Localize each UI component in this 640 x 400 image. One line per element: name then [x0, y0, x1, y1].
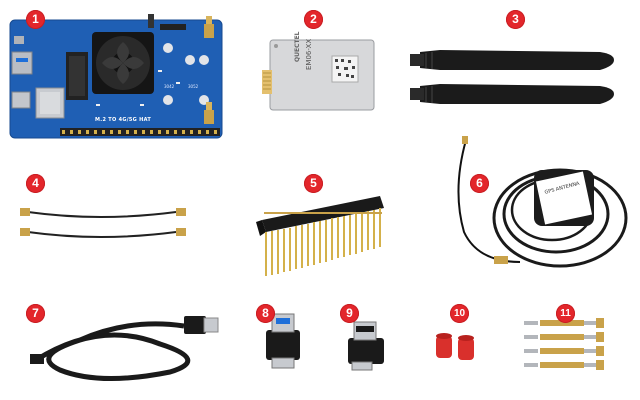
lte-antennas-art [410, 50, 614, 104]
badge-1: 1 [26, 10, 45, 29]
badge-8: 8 [256, 304, 275, 323]
hat-mark-3052: 3052 [188, 84, 199, 89]
badge-2: 2 [304, 10, 323, 29]
badge-6: 6 [470, 174, 489, 193]
badge-5: 5 [304, 174, 323, 193]
hat-board [9, 14, 223, 139]
usb-cable-art [30, 316, 219, 382]
red-caps-art [436, 333, 474, 360]
standoffs-art [524, 318, 604, 370]
badge-9: 9 [340, 304, 359, 323]
ufl-cables-art [20, 208, 186, 238]
badge-7: 7 [26, 304, 45, 323]
badge-10: 10 [450, 304, 469, 323]
badge-4: 4 [26, 174, 45, 193]
hat-mark-3042: 3042 [164, 84, 175, 89]
hat-label: M.2 TO 4G/5G HAT [95, 117, 152, 123]
em06-module-art [262, 39, 375, 111]
gps-antenna-art [457, 136, 628, 268]
usb-adapter-n-art [348, 321, 384, 371]
pin-header-art [256, 196, 384, 276]
badge-11: 11 [556, 304, 575, 323]
usb-adapter-u-art [266, 313, 300, 369]
badge-3: 3 [506, 10, 525, 29]
module-brand: QUECTEL [294, 31, 301, 63]
module-model: EM06-XX [305, 38, 313, 70]
